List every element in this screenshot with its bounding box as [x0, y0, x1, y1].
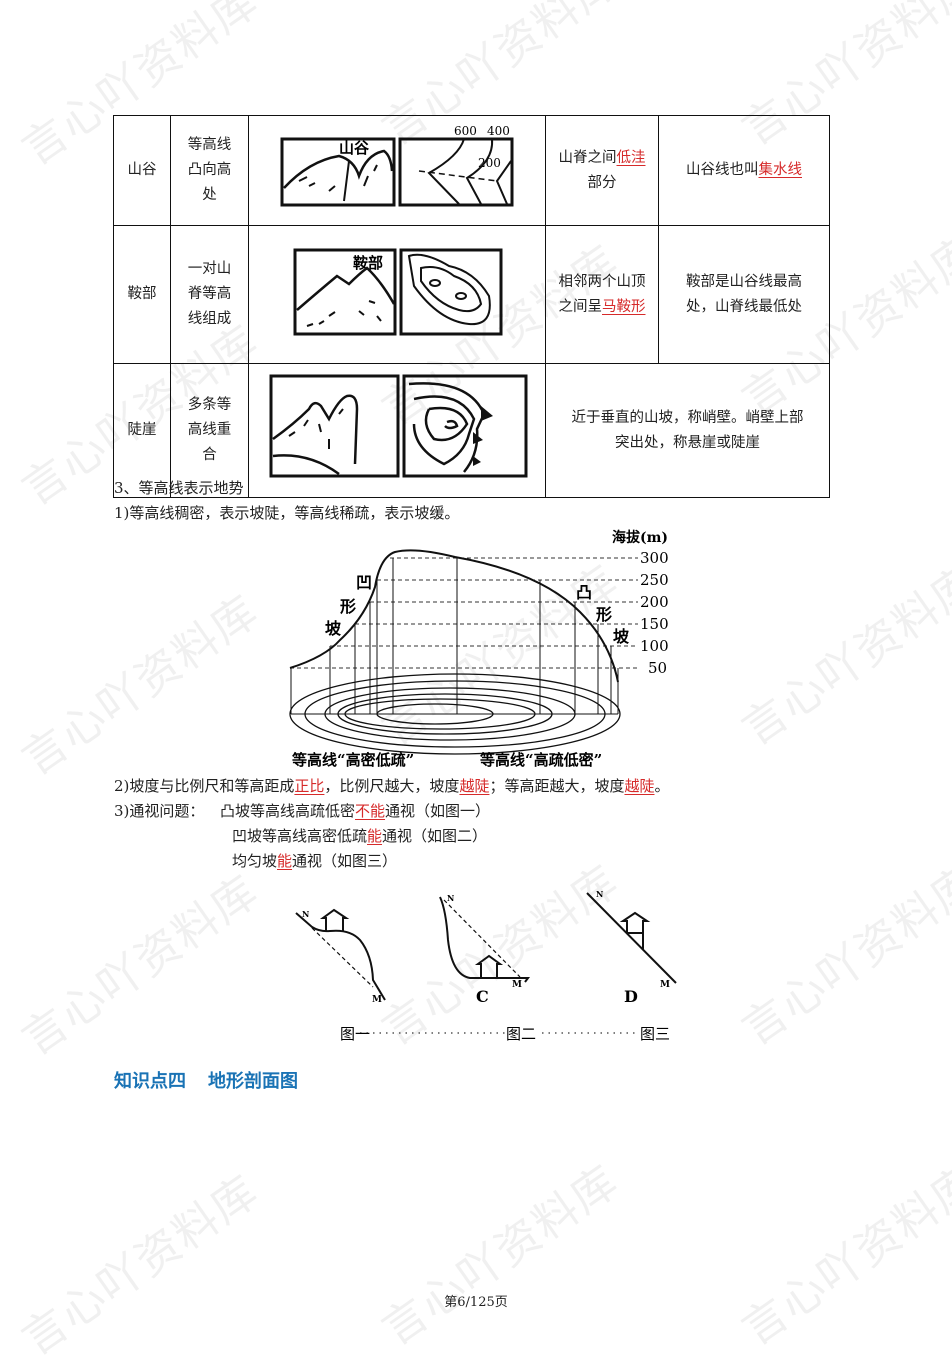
point-3-label: 3)通视问题：: [114, 802, 205, 820]
landform-table: 山谷 等高线 凸向高 处 山谷 600 400 200: [113, 115, 830, 498]
cliff-figure: [248, 363, 546, 498]
saddle-illustration: 鞍部: [293, 248, 503, 336]
section-number: 知识点四: [114, 1071, 186, 1092]
watermark: 言心吖资料库: [372, 1155, 629, 1356]
svg-text:图一: 图一: [340, 1025, 370, 1043]
landform-feature: 一对山 脊等高 线组成: [170, 225, 249, 364]
landform-note: 鞍部是山谷线最高 处，山脊线最低处: [658, 225, 830, 364]
svg-text:C: C: [476, 987, 489, 1006]
watermark: 言心吖资料库: [12, 865, 269, 1066]
landform-name: 鞍部: [113, 225, 171, 364]
svg-text:400: 400: [487, 124, 510, 138]
svg-text:100: 100: [640, 637, 669, 655]
watermark: 言心吖资料库: [732, 555, 952, 756]
section-heading: 知识点四 地形剖面图: [114, 1067, 298, 1093]
svg-text:图二: 图二: [506, 1025, 536, 1043]
svg-text:等高线“高密低疏”: 等高线“高密低疏”: [292, 751, 414, 769]
watermark: 言心吖资料库: [12, 585, 269, 786]
svg-text:M: M: [512, 980, 522, 990]
svg-text:形: 形: [340, 597, 356, 616]
watermark: 言心吖资料库: [12, 1165, 269, 1366]
svg-text:250: 250: [640, 571, 669, 589]
slope-contour-diagram: 海拔(m) 300 250 200 150 100 50: [289, 529, 669, 769]
landform-name: 山谷: [113, 115, 171, 226]
svg-text:坡: 坡: [325, 619, 342, 638]
svg-text:M: M: [660, 980, 670, 990]
saddle-figure: 鞍部: [248, 225, 546, 364]
landform-description: 近于垂直的山坡，称峭壁。峭壁上部 突出处，称悬崖或陡崖: [545, 363, 830, 498]
valley-figure: 山谷 600 400 200: [248, 115, 546, 226]
svg-text:M: M: [372, 995, 382, 1005]
svg-text:200: 200: [478, 156, 501, 170]
svg-text:鞍部: 鞍部: [353, 254, 383, 272]
landform-name: 陡崖: [113, 363, 171, 498]
svg-text:N: N: [596, 889, 603, 899]
point-1: 1)等高线稠密，表示坡陡，等高线稀疏，表示坡缓。: [114, 504, 460, 522]
svg-text:山谷: 山谷: [339, 139, 370, 157]
cliff-illustration: [269, 374, 528, 478]
svg-text:凹: 凹: [356, 573, 372, 592]
svg-text:300: 300: [640, 549, 669, 567]
svg-text:50: 50: [648, 659, 667, 677]
svg-text:图三: 图三: [640, 1025, 670, 1043]
visibility-diagram: N M N M C N M D 图一 图二 图三: [295, 889, 677, 1043]
svg-text:凸: 凸: [576, 583, 592, 602]
section-title: 地形剖面图: [208, 1071, 298, 1092]
svg-text:600: 600: [454, 124, 477, 138]
svg-text:等高线“高疏低密”: 等高线“高疏低密”: [480, 751, 602, 769]
point-3-line-3: 均匀坡能通视（如图三）: [232, 852, 398, 870]
landform-description: 山脊之间低洼 部分: [545, 115, 659, 226]
svg-text:150: 150: [640, 615, 669, 633]
valley-illustration: 山谷 600 400 200: [280, 124, 514, 207]
point-3-line-2: 凹坡等高线高密低疏能通视（如图二）: [232, 827, 488, 845]
svg-text:D: D: [624, 987, 638, 1006]
table-row-valley: 山谷 等高线 凸向高 处 山谷 600 400 200: [113, 115, 830, 226]
watermark: 言心吖资料库: [732, 855, 952, 1056]
point-3-line-1: 凸坡等高线高疏低密不能通视（如图一）: [220, 802, 491, 820]
svg-text:N: N: [447, 893, 454, 903]
watermark: 言心吖资料库: [732, 1155, 952, 1356]
svg-text:坡: 坡: [613, 627, 630, 646]
table-row-cliff: 陡崖 多条等 高线重 合: [113, 363, 830, 498]
table-row-saddle: 鞍部 一对山 脊等高 线组成 鞍部: [113, 225, 830, 364]
point-2: 2)坡度与比例尺和等高距成正比，比例尺越大，坡度越陡；等高距越大，坡度越陡。: [114, 777, 670, 795]
svg-text:N: N: [302, 909, 309, 919]
landform-note: 山谷线也叫集水线: [658, 115, 830, 226]
landform-feature: 等高线 凸向高 处: [170, 115, 249, 226]
svg-text:海拔(m): 海拔(m): [612, 529, 668, 546]
landform-description: 相邻两个山顶 之间呈马鞍形: [545, 225, 659, 364]
page-number: 第6/125页: [444, 1295, 508, 1310]
svg-text:200: 200: [640, 593, 669, 611]
section-title: 3、等高线表示地势: [114, 479, 244, 497]
svg-text:形: 形: [596, 605, 612, 624]
